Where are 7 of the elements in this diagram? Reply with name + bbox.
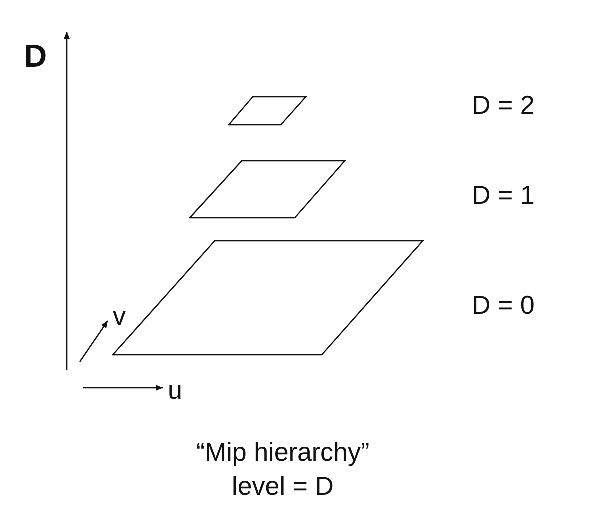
caption: “Mip hierarchy” level = D bbox=[195, 436, 371, 503]
level-label: D = 1 bbox=[472, 182, 535, 208]
axis-label: D bbox=[24, 40, 48, 72]
level-label: D = 2 bbox=[472, 92, 535, 118]
axis-label: u bbox=[168, 377, 182, 403]
axis-label: v bbox=[113, 303, 126, 329]
level-label: D = 0 bbox=[472, 292, 535, 318]
